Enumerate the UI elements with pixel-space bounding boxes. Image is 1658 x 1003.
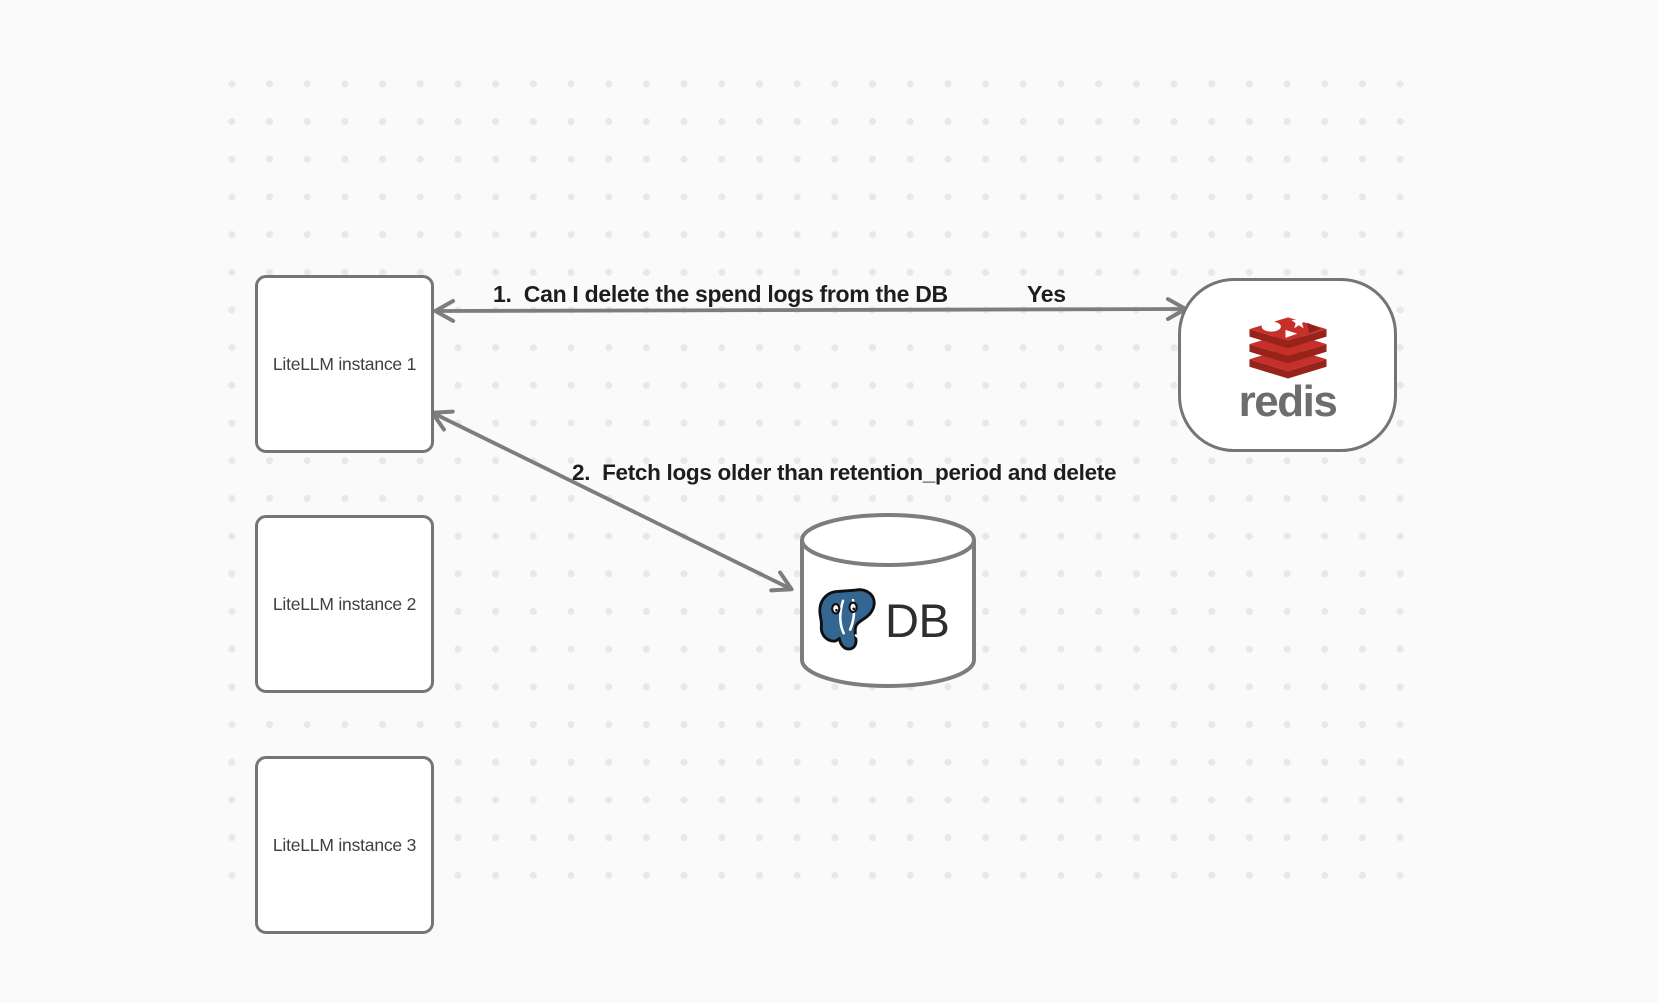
edge-label-step1[interactable]: 1. Can I delete the spend logs from the … — [493, 281, 948, 307]
node-litellm-instance-1[interactable]: LiteLLM instance 1 — [255, 275, 434, 453]
node-litellm-instance-3[interactable]: LiteLLM instance 3 — [255, 756, 434, 934]
database-label: DB — [885, 594, 950, 647]
postgresql-elephant-icon — [818, 588, 876, 651]
arrow-instance1-db[interactable] — [430, 409, 794, 593]
node-redis[interactable]: redis — [1178, 278, 1397, 452]
arrow-redis-instance1[interactable] — [433, 297, 1188, 323]
node-label: LiteLLM instance 1 — [272, 353, 417, 374]
edge-label-yes[interactable]: Yes — [1027, 281, 1066, 307]
node-label: LiteLLM instance 3 — [272, 834, 417, 855]
database-content: DB — [812, 585, 950, 657]
edge-label-step2[interactable]: 2. Fetch logs older than retention_perio… — [572, 460, 1117, 485]
node-label: LiteLLM instance 2 — [272, 593, 417, 614]
redis-wordmark: redis — [1238, 377, 1338, 426]
redis-stack-icon — [1248, 314, 1327, 379]
node-database[interactable]: DB — [798, 511, 978, 691]
node-litellm-instance-2[interactable]: LiteLLM instance 2 — [255, 515, 434, 693]
